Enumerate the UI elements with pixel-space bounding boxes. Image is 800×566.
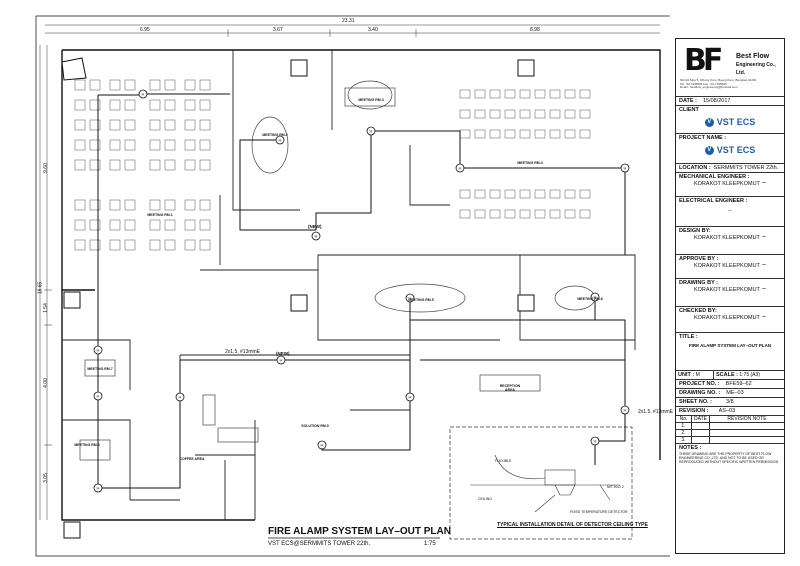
vst-logo-icon: V: [704, 145, 714, 155]
room-label: MEETING RM.6: [577, 297, 603, 301]
signature-icon: ~: [761, 286, 766, 293]
dim-width-2: 3.67: [273, 27, 283, 33]
detail-label-ceiling: CEILING: [478, 497, 493, 501]
date-row: DATE : 15/08/2017: [676, 97, 784, 106]
project-no-row: PROJECT NO. : BFE59–62: [676, 380, 784, 389]
room-label: SOLUTION RM.9: [301, 424, 329, 428]
svg-text:H: H: [97, 348, 100, 353]
detail-label-mount: M/T HLD 2: [607, 485, 624, 489]
detail-caption: TYPICAL INSTALLATION DETAIL OF DETECTOR …: [497, 522, 648, 528]
revision-row: REVISION : AS–03: [676, 407, 784, 416]
svg-text:H: H: [97, 394, 100, 399]
design-row: DESIGN BY: KORAKOT KLEEPKOMUT~: [676, 227, 784, 255]
signature-icon: ~: [761, 262, 766, 269]
revision-table: No. DATE REVISION NOTE 1. 2. 3.: [676, 416, 784, 444]
mech-engineer-row: MECHANICAL ENGINEER : KORAKOT KLEEPKOMUT…: [676, 173, 784, 197]
cable-spec-2: 2x1.5, #13mmE: [638, 409, 674, 415]
dim-width-3: 3.40: [368, 27, 378, 33]
svg-text:H: H: [624, 166, 627, 171]
svg-text:H: H: [280, 358, 283, 363]
new-detector-tag-2: (NEW): [276, 351, 290, 356]
company-name: Best Flow Engineering Co., Ltd.: [736, 53, 776, 76]
title-row: TITLE : FIRE ALAMP SYSTEM LAY–OUT PLAN: [676, 333, 784, 371]
room-label: MEETING RM.5: [408, 298, 434, 302]
dim-height-2: 1.54: [42, 303, 49, 313]
svg-text:H: H: [279, 138, 282, 143]
svg-text:H: H: [409, 395, 412, 400]
svg-text:H: H: [321, 443, 324, 448]
room-label: MEETING RM.8: [74, 443, 100, 447]
room-label: MEETING RM.4: [517, 161, 543, 165]
title-block: BF Best Flow Engineering Co., Ltd. 60/12…: [675, 38, 785, 554]
unit-scale-row: UNIT : M SCALE : 1:75 (A3): [676, 371, 784, 380]
cable-spec-1: 2x1.5, #13mmE: [225, 349, 261, 355]
room-label: MEETING RM.1: [147, 213, 173, 217]
dim-total-width: 23.31: [342, 18, 355, 24]
dim-height-1: 9.60: [42, 163, 49, 173]
room-label: RECEPTION AREA: [499, 384, 521, 392]
company-logo-block: BF Best Flow Engineering Co., Ltd. 60/12…: [676, 39, 784, 97]
plan-subtitle: VST ECS@SERMMITS TOWER 22th.: [268, 541, 371, 547]
notes-block: NOTES : THESE DRAWING ARE THE PROPERTY O…: [679, 445, 779, 465]
approve-row: APPROVE BY : KORAKOT KLEEPKOMUT~: [676, 255, 784, 279]
dim-height-4: 3.05: [42, 473, 49, 483]
room-label: COFFEE AREA: [179, 457, 205, 461]
signature-icon: ~: [761, 234, 766, 241]
new-detector-tag-1: (NEW): [308, 224, 322, 229]
drawing-no-row: DRAWING NO. : ME–03: [676, 389, 784, 398]
floor-plan: H H H H H H H H H H H H H H H H H: [35, 15, 670, 557]
svg-text:H: H: [594, 295, 597, 300]
plan-title: FIRE ALAMP SYSTEM LAY–OUT PLAN: [268, 526, 451, 537]
vst-logo-icon: V: [704, 117, 714, 127]
room-label: MEETING RM.3: [358, 98, 384, 102]
svg-text:H: H: [459, 166, 462, 171]
svg-text:H: H: [142, 92, 145, 97]
drawing-by-row: DRAWING BY : KORAKOT KLEEPKOMUT~: [676, 279, 784, 307]
room-label: MEETING RM.2: [262, 133, 288, 137]
svg-text:H: H: [409, 296, 412, 301]
dim-width-1: 6.95: [140, 27, 150, 33]
detail-label-detector: FIXED TEMPERATURE DETECTOR: [570, 510, 628, 514]
room-label: MEETING RM.7: [87, 367, 113, 371]
svg-text:H: H: [370, 129, 373, 134]
signature-icon: ~: [761, 314, 766, 321]
sheet-no-row: SHEET NO. : 3/8: [676, 398, 784, 407]
dim-width-4: 8.98: [530, 27, 540, 33]
svg-text:H: H: [624, 408, 627, 413]
dim-height-3: 4.00: [42, 378, 49, 388]
elec-engineer-row: ELECTRICAL ENGINEER : –: [676, 197, 784, 227]
svg-text:H: H: [97, 486, 100, 491]
location-row: LOCATION : SERMMITS TOWER 22th.: [676, 164, 784, 173]
plan-scale: 1:75: [424, 541, 436, 547]
svg-text:H: H: [315, 234, 318, 239]
company-contact: 60/122 Moo 5, Klhong Kum, Bueng Kum, Ban…: [680, 78, 757, 89]
detail-label-flexible: FLEXIBLE: [495, 459, 512, 463]
svg-text:H: H: [594, 439, 597, 444]
signature-icon: ~: [761, 180, 766, 187]
dim-total-height: 18.65: [37, 281, 44, 295]
checked-row: CHECKED BY: KORAKOT KLEEPKOMUT~: [676, 307, 784, 333]
svg-text:H: H: [179, 395, 182, 400]
bf-logo-icon: BF: [684, 43, 723, 78]
